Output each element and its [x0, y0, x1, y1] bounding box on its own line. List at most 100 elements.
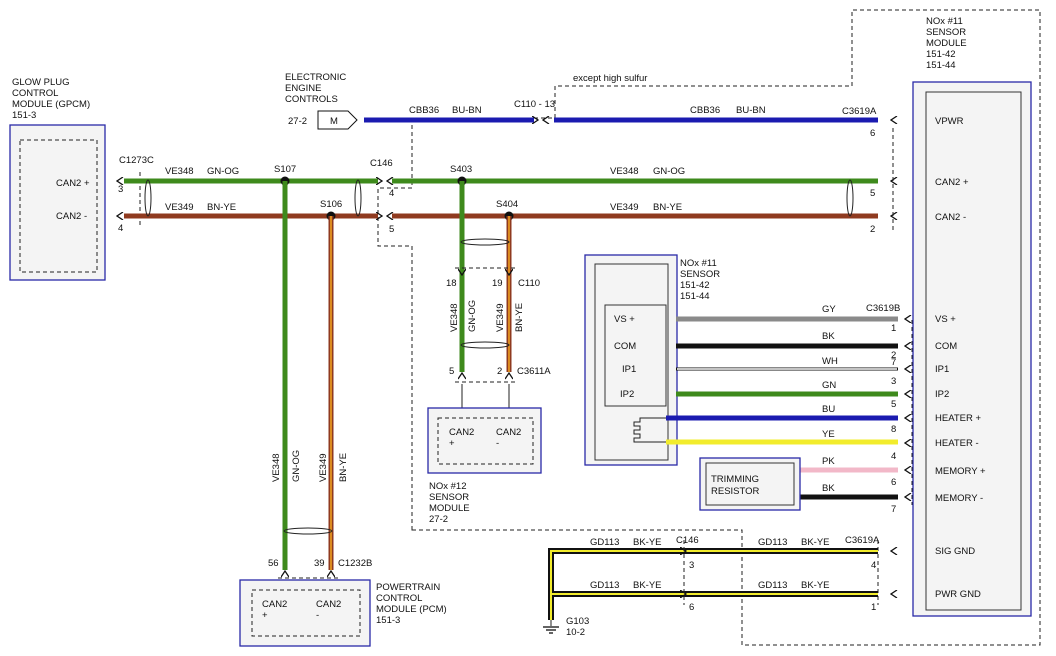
gpcm-pin-can2-minus: CAN2 - [56, 211, 87, 222]
sensor-cell-box [604, 304, 667, 407]
connector-arrow-icon [890, 590, 898, 598]
pin-number: 2 [891, 350, 896, 361]
nox11-sensor-name-line: SENSOR [680, 269, 720, 280]
splice-label: S404 [496, 199, 518, 210]
nox12-pin-label: CAN2 [496, 427, 521, 438]
pcm-name-line: CONTROL [376, 593, 422, 604]
gpcm-ref: 151-3 [12, 110, 36, 121]
wire-code: VE348 [271, 453, 282, 482]
twisted-pair-icon [283, 527, 333, 535]
wire-code: CBB36 [409, 105, 439, 116]
nox11-module-name-line: 151-42 [926, 49, 956, 60]
wire-color: GY [822, 304, 836, 315]
wire-code: VE349 [495, 303, 506, 332]
splice-label: S107 [274, 164, 296, 175]
nox12-name-line: NOx #12 [429, 481, 467, 492]
connector-arrow-icon [904, 439, 912, 447]
nox12-pin-label: - [496, 438, 499, 449]
module-pin-label: CAN2 - [935, 212, 966, 223]
wire-color: PK [822, 456, 835, 467]
pin-number: 2 [870, 224, 875, 235]
nox11-sensor-module: NOx #11 SENSOR MODULE 151-42 151-44 VPWR… [877, 16, 1032, 617]
gpcm-name-line: CONTROL [12, 88, 58, 99]
eec-ref: 27-2 [288, 116, 307, 127]
connector-label: C3619A [845, 535, 880, 546]
twisted-pair-icon [144, 179, 152, 217]
connector-label: C146 [370, 158, 393, 169]
pin-number: 4 [891, 451, 896, 462]
wire-code: VE348 [165, 166, 194, 177]
twisted-pair-icon [460, 341, 510, 349]
heater-element-icon [633, 417, 666, 443]
pcm-name-line: POWERTRAIN [376, 582, 440, 593]
sensor-pin-label: IP1 [622, 364, 636, 375]
splice-label: S403 [450, 164, 472, 175]
pin-number: 6 [870, 128, 875, 139]
wire-gd113 [550, 550, 878, 620]
pcm-pin-label: + [262, 610, 268, 621]
twisted-pair-icon [846, 179, 854, 217]
connector-label: C110 - 13 [514, 99, 555, 110]
wire-code: GD113 [590, 580, 619, 591]
pin-number: 5 [449, 366, 454, 377]
gpcm-pin-can2-plus: CAN2 + [56, 178, 90, 189]
wire-code: VE348 [610, 166, 639, 177]
pin-number: 5 [870, 188, 875, 199]
gpcm-name-line: MODULE (GPCM) [12, 99, 90, 110]
connector-arrow-icon [327, 570, 335, 578]
pin-number: 4 [871, 560, 876, 571]
pin-number: 4 [389, 188, 394, 199]
connector-label: C1273C [119, 155, 154, 166]
nox12-pin-label: + [449, 438, 455, 449]
nox12-branch: 18 19 C110 5 2 C3611A VE348 GN-OG VE349 … [427, 181, 551, 525]
pin-number: 8 [891, 424, 896, 435]
nox11-module-name-line: NOx #11 [926, 16, 963, 27]
module-pin-label: PWR GND [935, 589, 981, 600]
wire-color: WH [822, 356, 838, 367]
wire-color: YE [822, 429, 835, 440]
connector-label: C3611A [517, 366, 551, 377]
eec-section: ELECTRONIC ENGINE CONTROLS 27-2 M CBB36 … [285, 72, 878, 235]
module-pin-label: IP2 [935, 389, 949, 400]
pin-number: 6 [689, 602, 694, 613]
connector-arrow-icon [458, 372, 466, 380]
wire-color: BK [822, 483, 835, 494]
wire-color: BK-YE [633, 537, 662, 548]
pcm-name-line: 151-3 [376, 615, 400, 626]
module-pin-label: HEATER - [935, 438, 979, 449]
eec-name-line: ELECTRONIC [285, 72, 346, 83]
wire-color: GN-OG [207, 166, 239, 177]
nox11-module-name-line: MODULE [926, 38, 967, 49]
splice-label: S106 [320, 199, 342, 210]
connector-arrow-icon [904, 493, 912, 501]
module-pin-label: IP1 [935, 364, 949, 375]
pin-number: 1 [871, 602, 876, 613]
wire-color: GN-OG [653, 166, 685, 177]
connector-arrow-icon [904, 414, 912, 422]
pin-number: 2 [497, 366, 502, 377]
eec-symbol: M [330, 116, 338, 127]
module-pin-label: VPWR [935, 116, 964, 127]
module-pin-label: COM [935, 341, 957, 352]
connector-arrow-icon [505, 372, 513, 380]
wire-color: BU-BN [452, 105, 482, 116]
connector-label: C146 [676, 535, 699, 546]
wire-color: BK-YE [801, 537, 830, 548]
nox11-module-boundary [377, 9, 1041, 646]
connector-arrow-icon [281, 570, 289, 578]
pcm-pin-label: CAN2 [316, 599, 341, 610]
module-pin-label: CAN2 + [935, 177, 969, 188]
connector-arrow-icon [542, 116, 550, 124]
pin-number: 1 [891, 323, 896, 334]
pin-number: 3 [891, 376, 896, 387]
nox11-module-name-line: SENSOR [926, 27, 966, 38]
nox12-pin-label: CAN2 [449, 427, 474, 438]
nox11-sensor-name-line: 151-42 [680, 280, 710, 291]
pin-number: 7 [891, 357, 896, 368]
connector-arrow-icon [116, 212, 124, 220]
pin-number: 3 [689, 560, 694, 571]
pcm-pin-label: - [316, 610, 319, 621]
pin-number: 4 [118, 223, 123, 234]
wire-color: GN [822, 380, 836, 391]
